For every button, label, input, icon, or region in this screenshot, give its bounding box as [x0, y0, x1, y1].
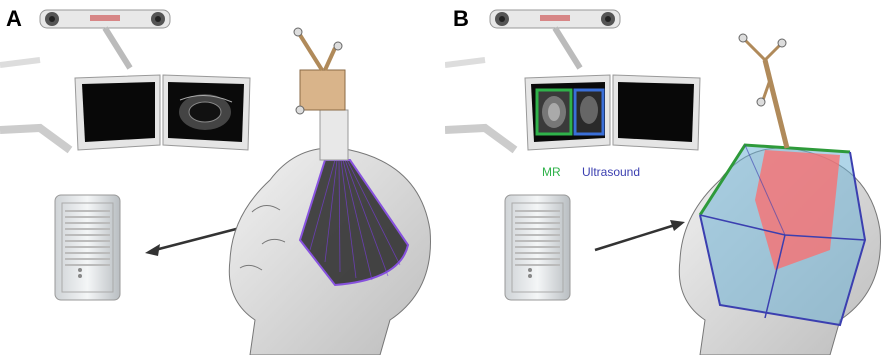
ultrasound-probe-icon	[739, 34, 787, 148]
ultrasound-volume	[700, 145, 865, 325]
arrow-icon	[145, 228, 240, 256]
monitor-icon	[75, 75, 250, 150]
mr-view	[537, 90, 571, 134]
panel-a-illustration	[0, 0, 444, 355]
ultrasound-view	[575, 90, 603, 134]
ultrasound-caption: Ultrasound	[582, 165, 640, 179]
monitor-arm	[0, 128, 70, 150]
panel-b: B	[445, 0, 889, 355]
ultrasound-probe-icon	[294, 28, 348, 160]
computer-tower-icon	[55, 195, 120, 300]
panel-b-illustration: MR Ultrasound	[445, 0, 889, 355]
monitor-icon	[525, 75, 700, 150]
panel-a: A	[0, 0, 444, 355]
mr-caption: MR	[542, 165, 561, 179]
computer-tower-icon	[505, 195, 570, 300]
tracking-camera-icon	[40, 10, 170, 68]
arrow-icon	[595, 220, 685, 250]
tracking-camera-icon	[490, 10, 620, 68]
